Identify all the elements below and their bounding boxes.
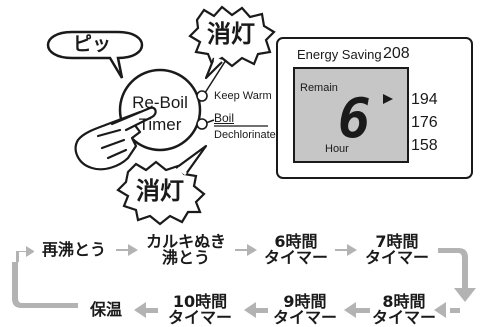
step-label: 9時間	[283, 292, 327, 311]
lcd-screen	[293, 67, 409, 163]
reboil-label: Re-Boil	[132, 93, 188, 112]
hour-label: Hour	[325, 143, 349, 155]
light-off-top-bubble	[188, 5, 276, 68]
pointing-hand-icon	[74, 106, 157, 171]
step-label: 保温	[89, 300, 122, 319]
keep-warm-lamp	[196, 90, 208, 102]
step-9h-timer: 9時間 タイマー	[268, 294, 342, 326]
step-sublabel: タイマー	[263, 248, 328, 267]
light-off-bottom-text: 消灯	[136, 177, 184, 205]
timer-label: Timer	[138, 115, 182, 134]
step-sublabel: 沸とう	[161, 248, 210, 267]
light-off-bottom-bubble	[116, 160, 206, 226]
dechlorinate-label: Dechlorinate	[214, 129, 276, 141]
beep-bubble	[46, 30, 144, 79]
step-dechlorinate-boil: カルキぬき 沸とう	[140, 234, 232, 266]
light-off-top-text: 消灯	[207, 20, 255, 48]
reboil-timer-button[interactable]: Re-Boil Timer	[120, 70, 200, 150]
step-label: 再沸とう	[41, 240, 106, 259]
step-label: 10時間	[172, 292, 228, 311]
step-label: 6時間	[274, 232, 318, 251]
step-label: 7時間	[375, 232, 419, 251]
step-sublabel: タイマー	[364, 248, 429, 267]
level-158: 158	[411, 137, 438, 154]
flow-arrows	[12, 244, 476, 318]
level-pointer-icon	[383, 94, 393, 104]
reboil-timer-button-shape[interactable]	[118, 68, 202, 152]
step-label: カルキぬき	[146, 232, 226, 251]
step-8h-timer: 8時間 タイマー	[370, 294, 438, 326]
lcd-digit: 6	[338, 87, 371, 150]
step-7h-timer: 7時間 タイマー	[360, 234, 434, 266]
beep-text: ピッ	[73, 33, 112, 55]
remain-label: Remain	[300, 82, 338, 94]
step-6h-timer: 6時間 タイマー	[260, 234, 332, 266]
energy-saving-label: Energy Saving	[297, 47, 382, 62]
level-194: 194	[411, 91, 438, 108]
boil-label: Boil	[214, 111, 235, 125]
level-176: 176	[411, 114, 438, 131]
step-keep-warm: 保温	[82, 302, 130, 318]
step-sublabel: タイマー	[167, 308, 232, 327]
step-reboil: 再沸とう	[38, 242, 110, 258]
step-sublabel: タイマー	[272, 308, 337, 327]
step-sublabel: タイマー	[371, 308, 436, 327]
keep-warm-label: Keep Warm	[214, 90, 272, 102]
boil-lamp	[196, 118, 208, 130]
energy-saving-value: 208	[383, 45, 410, 62]
step-10h-timer: 10時間 タイマー	[160, 294, 240, 326]
step-label: 8時間	[382, 292, 426, 311]
